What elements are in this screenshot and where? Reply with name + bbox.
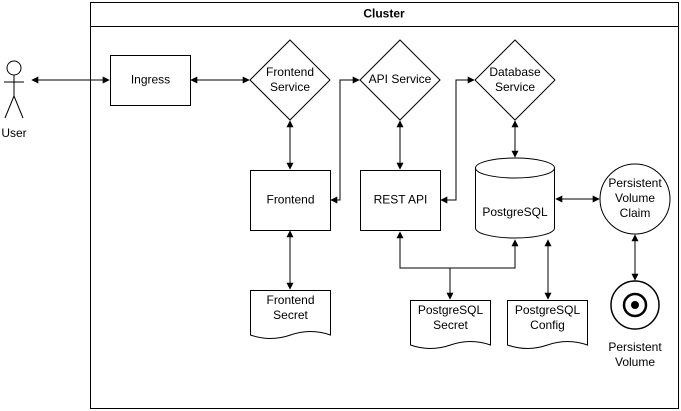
persistent-volume-node[interactable]: Persistent Volume (608, 280, 662, 369)
database-service-label-line2: Service (495, 80, 535, 94)
postgresql-secret-node[interactable]: PostgreSQL Secret (410, 300, 491, 349)
cluster-title: Cluster (363, 7, 405, 21)
postgresql-config-label-line1: PostgreSQL (515, 303, 581, 317)
user-actor[interactable]: User (1, 60, 27, 140)
postgresql-label: PostgreSQL (482, 205, 548, 219)
postgresql-secret-label-line1: PostgreSQL (418, 303, 484, 317)
edges (31, 76, 639, 300)
database-service-label-line1: Database (489, 65, 541, 79)
postgresql-node[interactable]: PostgreSQL (475, 157, 555, 239)
ingress-node[interactable]: Ingress (110, 55, 191, 106)
persistent-volume-claim-node[interactable]: Persistent Volume Claim (599, 163, 671, 235)
frontend-secret-label-line2: Secret (273, 308, 308, 322)
database-service-node[interactable]: Database Service (474, 39, 556, 121)
frontend-service-label-line2: Service (270, 80, 310, 94)
user-label: User (1, 126, 26, 140)
edge-frontend-api-service (330, 76, 360, 204)
rest-api-node[interactable]: REST API (360, 170, 441, 231)
frontend-node[interactable]: Frontend (250, 170, 331, 231)
frontend-label: Frontend (266, 193, 314, 207)
postgresql-secret-label-line2: Secret (433, 318, 468, 332)
edge-rest-api-postgresql-bus (396, 231, 519, 269)
persistent-volume-label-line1: Persistent (608, 340, 662, 354)
ingress-label: Ingress (131, 73, 170, 87)
frontend-service-label-line1: Frontend (266, 65, 314, 79)
user-head-icon (6, 60, 22, 76)
frontend-secret-node[interactable]: Frontend Secret (250, 290, 331, 339)
postgresql-config-node[interactable]: PostgreSQL Config (507, 300, 588, 349)
postgresql-config-label-line2: Config (530, 318, 565, 332)
edge-rest-api-database-service (440, 76, 475, 204)
frontend-service-node[interactable]: Frontend Service (249, 39, 331, 121)
pvc-label-line1: Persistent (608, 176, 662, 190)
api-service-node[interactable]: API Service (359, 39, 441, 121)
pvc-label-line2: Volume (615, 191, 655, 205)
pvc-label-line3: Claim (620, 206, 651, 220)
frontend-secret-label-line1: Frontend (266, 293, 314, 307)
rest-api-label: REST API (374, 193, 428, 207)
api-service-label: API Service (369, 72, 432, 86)
persistent-volume-label-line2: Volume (615, 355, 655, 369)
